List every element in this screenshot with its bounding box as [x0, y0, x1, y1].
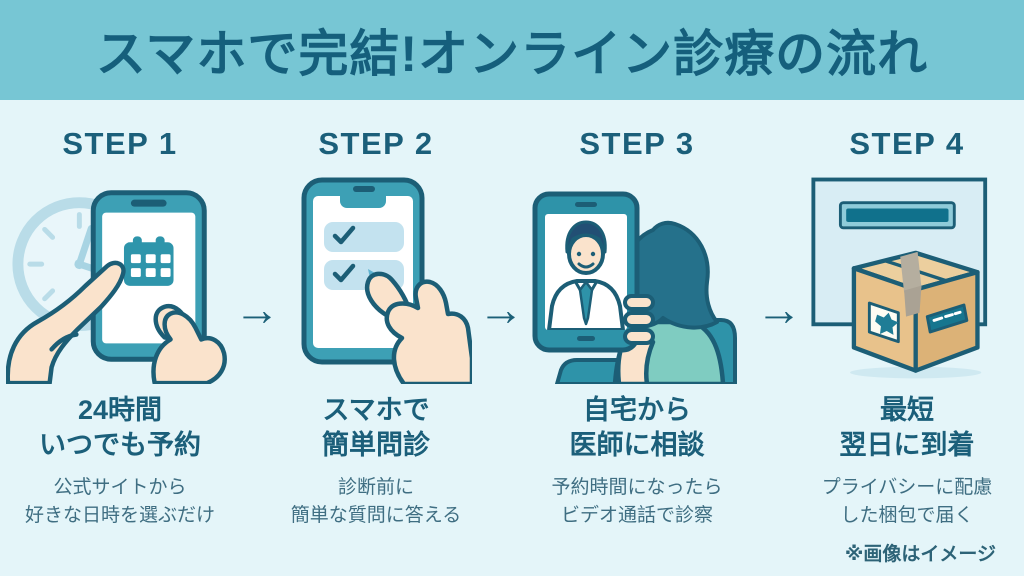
step-4-title: 最短 翌日に到着: [839, 395, 975, 461]
step-3-label: STEP 3: [579, 126, 695, 161]
patient-fingers: [623, 294, 655, 345]
page-title: スマホで完結!オンライン診療の流れ: [95, 26, 929, 82]
step-4: STEP 4: [796, 126, 1018, 529]
video-call-doctor-patient-icon: [518, 170, 756, 384]
step-4-description: プライバシーに配慮 した梱包で届く: [821, 477, 993, 526]
check-row-1: [324, 222, 404, 252]
booking-illustration: [6, 190, 227, 384]
delivery-illustration: [811, 177, 988, 379]
delivery-box-mail-slot-icon: [796, 170, 1018, 384]
step-1-description: 公式サイトから 好きな日時を選ぶだけ: [24, 477, 215, 526]
image-disclaimer: ※画像はイメージ: [844, 544, 996, 565]
step-1: STEP 1: [6, 126, 234, 529]
step-2: STEP 2: [274, 126, 478, 529]
step-2-description: 診断前に 簡単な質問に答える: [290, 477, 462, 526]
cardboard-box: [851, 250, 980, 373]
calendar-icon: [123, 236, 174, 286]
step-3-description: 予約時間になったら ビデオ通話で診察: [551, 477, 723, 526]
step-1-label: STEP 1: [62, 126, 178, 161]
doctor-on-screen: [547, 220, 625, 330]
step-2-label: STEP 2: [318, 126, 434, 161]
video-call-phone: [532, 191, 640, 353]
clock-calendar-phone-icon: [6, 170, 234, 384]
flow-arrow-icon: →: [234, 283, 280, 335]
questionnaire-illustration: [301, 177, 472, 384]
flow-arrow-icon: →: [478, 283, 524, 335]
step-3-title: 自宅から 医師に相談: [569, 395, 705, 461]
step-1-title: 24時間 いつでも予約: [39, 395, 201, 461]
steps-row: STEP 1: [0, 100, 1024, 529]
video-call-illustration: [532, 191, 737, 384]
header-banner: スマホで完結!オンライン診療の流れ: [0, 0, 1024, 100]
step-3: STEP 3: [518, 126, 756, 529]
hands: [6, 260, 227, 384]
flow-arrow-icon: →: [756, 283, 802, 335]
step-2-title: スマホで 簡単問診: [322, 395, 430, 461]
smartphone-checklist-icon: [274, 170, 478, 384]
hand-holding-phone: [364, 271, 472, 384]
step-4-label: STEP 4: [849, 126, 965, 161]
